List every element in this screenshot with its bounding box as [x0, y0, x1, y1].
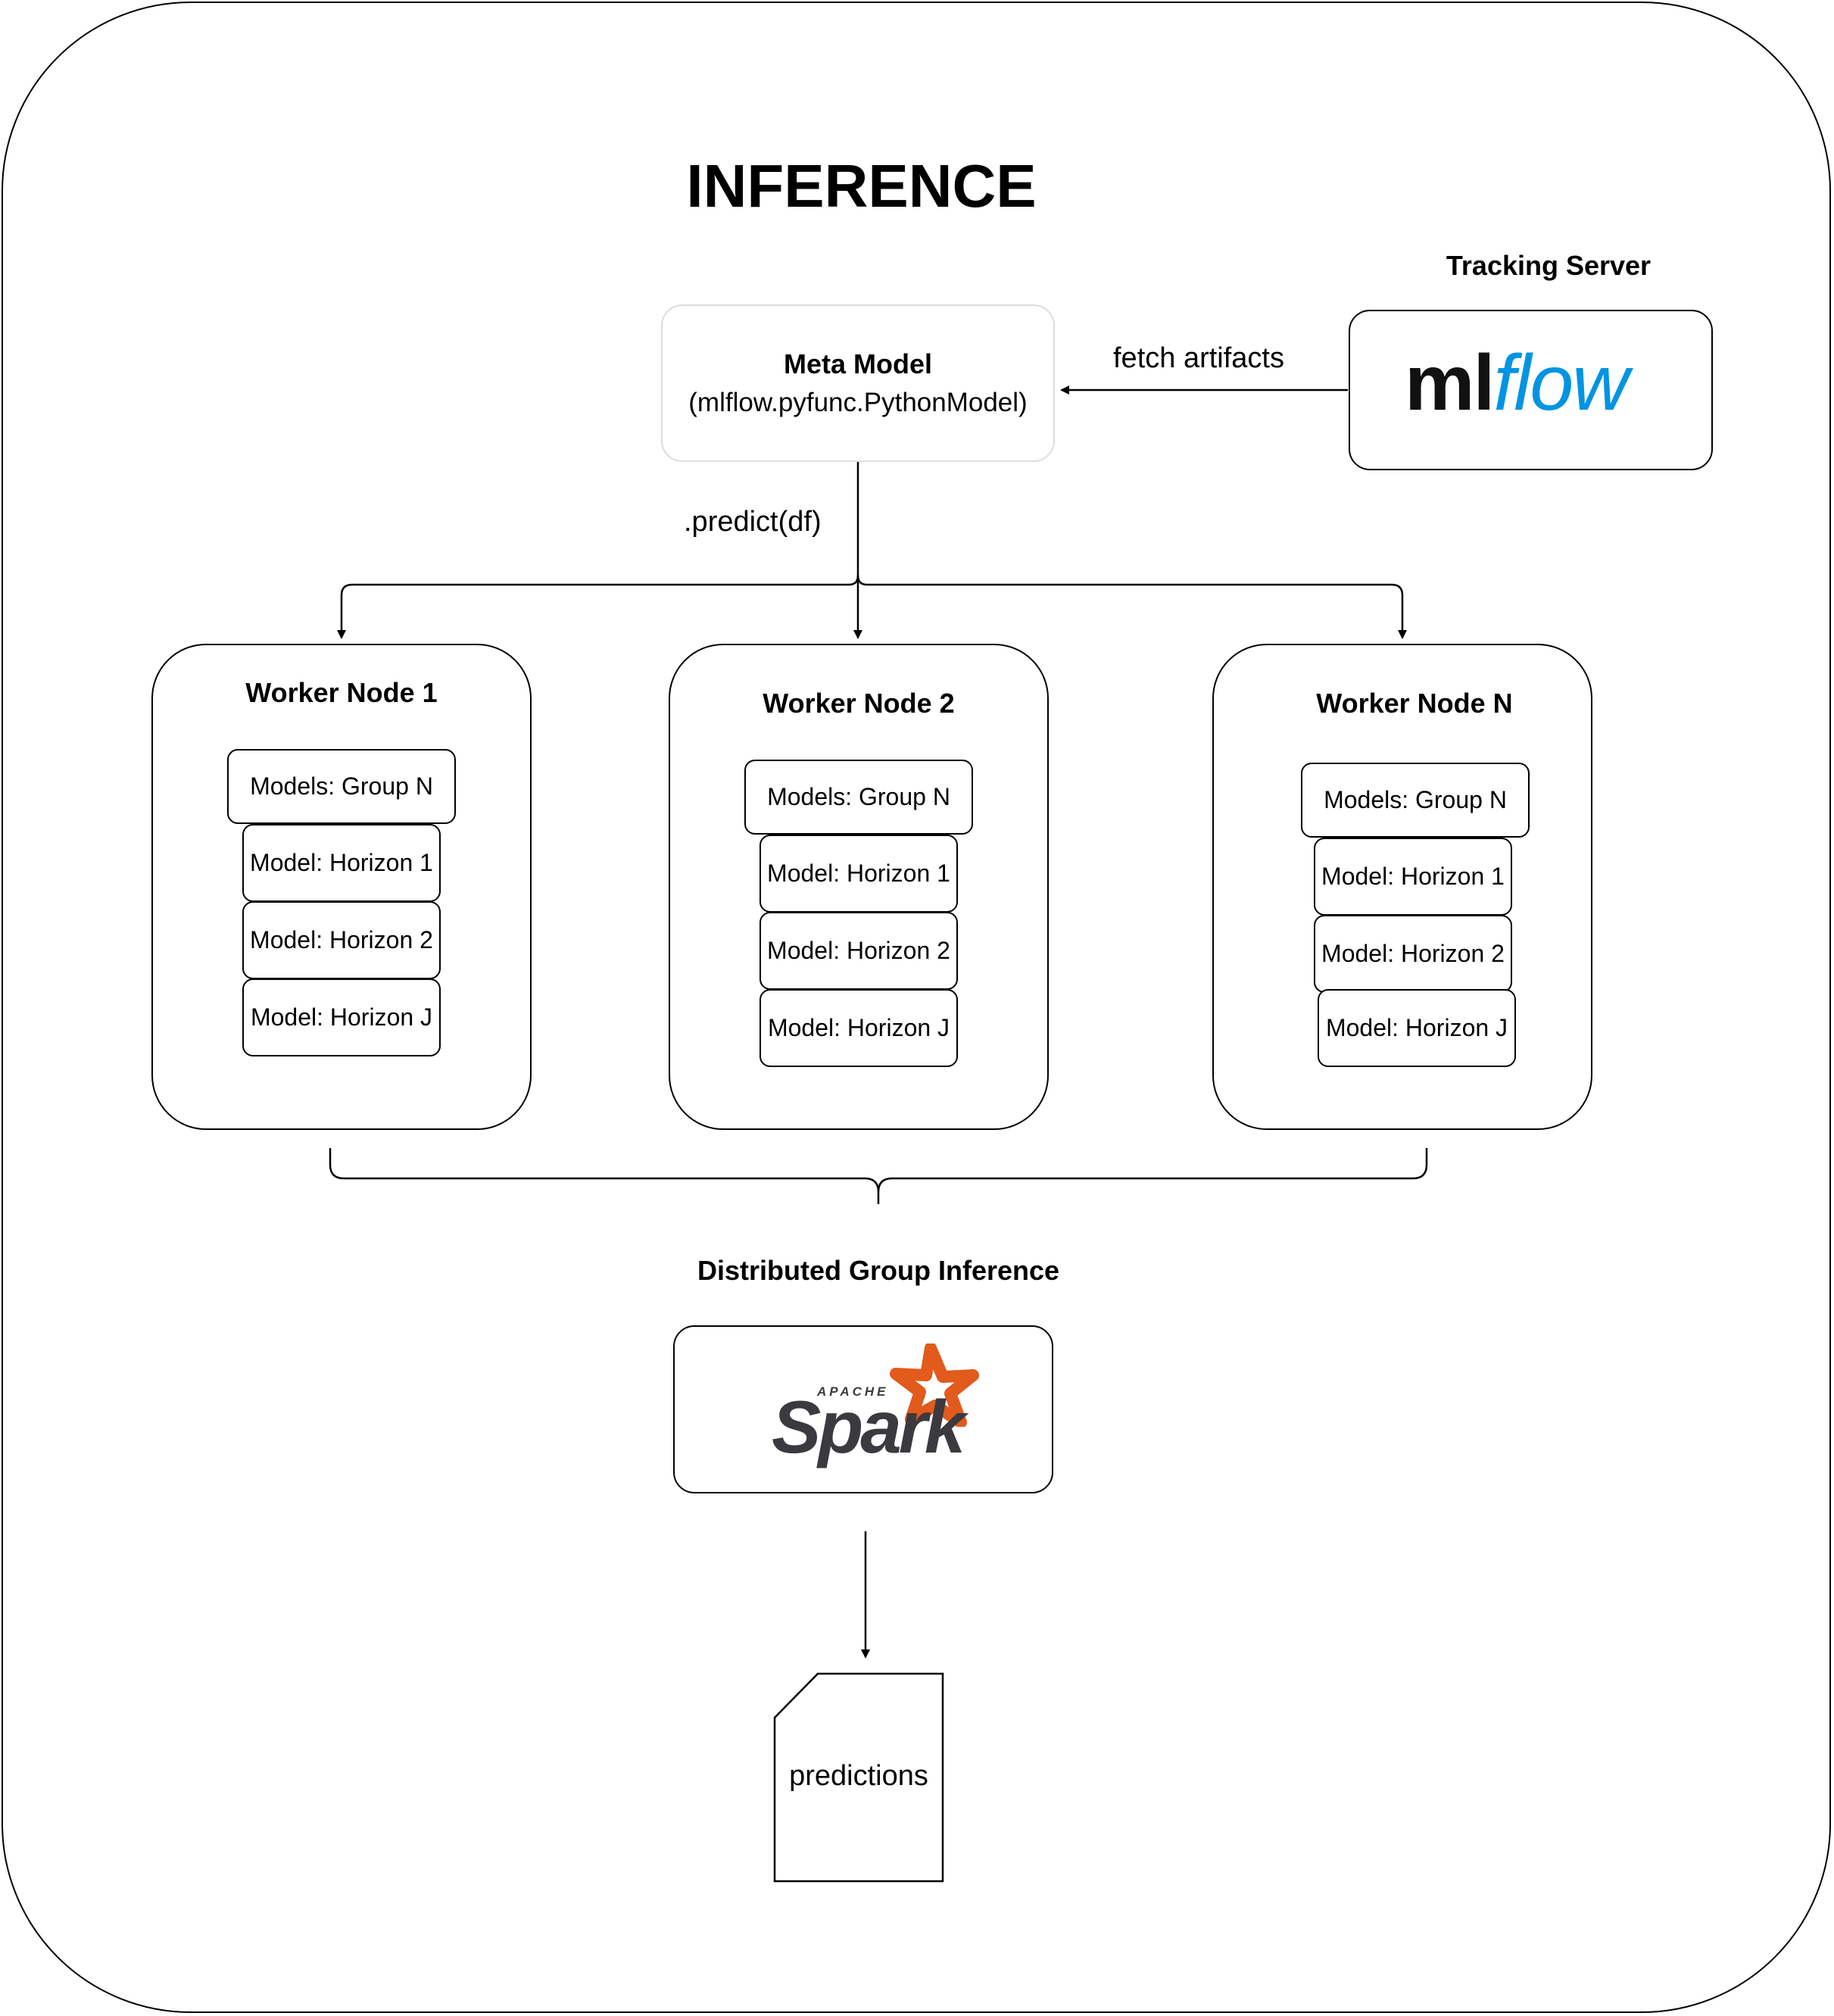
distributed-label: Distributed Group Inference	[697, 1255, 1060, 1286]
worker-node-n-model-j: Model: Horizon J	[1318, 989, 1516, 1067]
mlflow-box: mlflow	[1349, 310, 1713, 470]
spark-logo-text: Spark	[772, 1385, 965, 1468]
branch-node-1	[337, 575, 859, 639]
worker-node-1-group: Models: Group N	[227, 749, 456, 824]
worker-node-1-model-1: Model: Horizon 1	[242, 824, 441, 902]
worker-node-n-title: Worker Node N	[1316, 688, 1513, 719]
worker-node-n-model-2: Model: Horizon 2	[1314, 915, 1512, 993]
predict-label: .predict(df)	[684, 506, 822, 538]
spark-logo: APACHE Spark	[675, 1327, 1052, 1492]
fetch-artifacts-label: fetch artifacts	[1113, 342, 1284, 374]
worker-node-1-model-j: Model: Horizon J	[242, 978, 441, 1056]
diagram-title: INFERENCE	[686, 152, 1037, 220]
worker-node-n-model-1: Model: Horizon 1	[1314, 838, 1512, 916]
spark-logo-apache: APACHE	[817, 1384, 889, 1399]
mlflow-logo: mlflow	[1405, 339, 1629, 427]
worker-node-2-title: Worker Node 2	[763, 688, 955, 719]
spark-star-icon	[890, 1343, 979, 1427]
worker-node-2-group: Models: Group N	[744, 760, 973, 835]
mlflow-logo-ml: ml	[1405, 339, 1495, 427]
worker-node-n-group: Models: Group N	[1301, 763, 1530, 838]
worker-node-1-title: Worker Node 1	[245, 677, 438, 708]
mlflow-logo-flow: flow	[1493, 339, 1629, 427]
branch-node-n	[856, 575, 1407, 639]
tracking-server-label: Tracking Server	[1446, 250, 1652, 281]
meta-model-box: Meta Model (mlflow.pyfunc.PythonModel)	[661, 304, 1055, 462]
meta-model-subtitle: (mlflow.pyfunc.PythonModel)	[688, 388, 1028, 417]
worker-node-2-model-j: Model: Horizon J	[759, 989, 958, 1067]
predictions-card	[773, 1672, 944, 1883]
worker-node-2-model-2: Model: Horizon 2	[759, 912, 958, 990]
worker-node-1-model-2: Model: Horizon 2	[242, 901, 441, 979]
spark-box: APACHE Spark	[673, 1325, 1053, 1493]
predictions-label: predictions	[789, 1760, 928, 1792]
worker-node-2-model-1: Model: Horizon 1	[759, 835, 958, 913]
meta-model-title: Meta Model	[783, 348, 932, 379]
group-brace	[329, 1148, 1428, 1204]
